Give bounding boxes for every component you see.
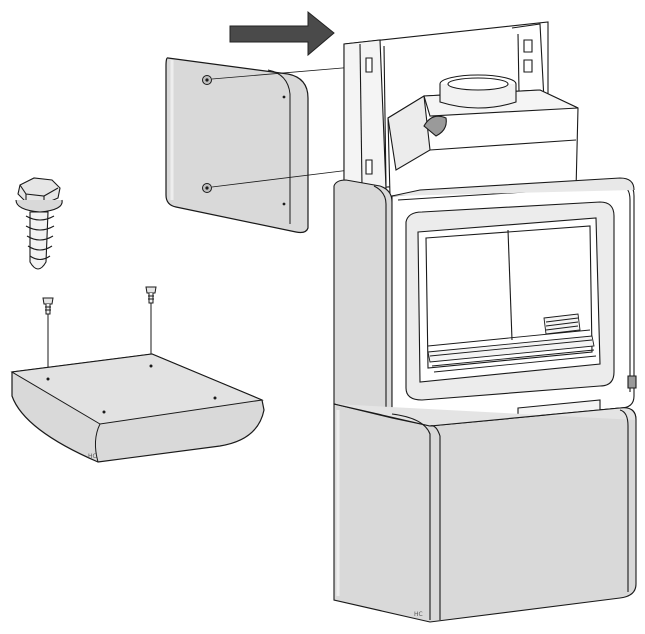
flue-hood (387, 74, 579, 197)
small-screw-left (42, 297, 54, 378)
base-corner-mark: HC (88, 453, 97, 460)
screw-icon (15, 177, 63, 270)
firebox-body (391, 177, 637, 427)
fire-grate (427, 313, 597, 373)
side-panel (165, 57, 309, 234)
assembly-guide-lines (211, 65, 367, 188)
pedestal: HC (333, 403, 637, 623)
small-screw-right (145, 286, 157, 365)
arrow-right-icon (229, 10, 335, 57)
stove-side-pillar-upper (333, 179, 393, 419)
bottom-panel-mark: HC (414, 611, 423, 618)
base-plate: HC (10, 353, 265, 463)
